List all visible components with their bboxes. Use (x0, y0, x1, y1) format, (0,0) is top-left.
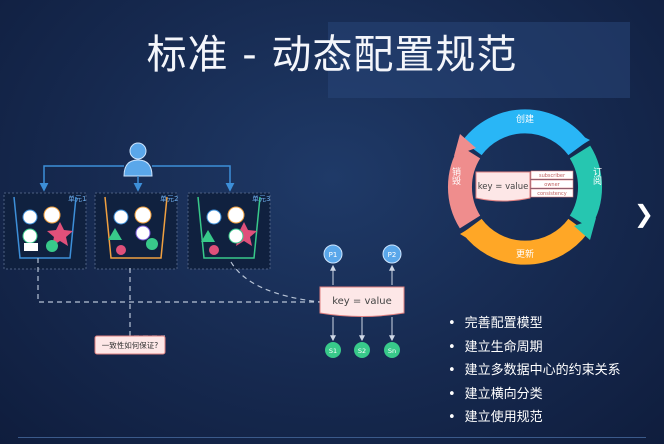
cycle-kv-box (475, 171, 531, 202)
kv-arrows (330, 264, 395, 342)
cycle-tag-subscriber-text: subscriber (539, 173, 566, 179)
node-s2 (354, 342, 370, 358)
unit-1-box (3, 192, 87, 270)
cycle-tag-subscriber (530, 170, 574, 180)
cycle-kv-text: key = value (478, 182, 529, 192)
ring-segment-subscribe (569, 145, 602, 229)
kv-box-text: key = value (332, 296, 392, 307)
footer-divider (18, 437, 646, 438)
unit-2-box (94, 192, 178, 270)
ring-label-subscribe: 订阅 (591, 167, 602, 186)
cycle-tag-consistency (530, 188, 574, 198)
slide-title: 标准 - 动态配置规范 (146, 32, 518, 78)
ring-segment-create (462, 109, 588, 156)
user-icon (123, 142, 153, 177)
cycle-tag-owner (530, 179, 574, 189)
bullet-item: 完善配置模型 (448, 312, 621, 336)
unit-connectors (37, 258, 321, 337)
node-p2 (382, 244, 402, 264)
bullet-item: 建立生命周期 (448, 336, 621, 360)
bullet-item: 建立使用规范 (448, 406, 621, 430)
node-s1-label: S1 (329, 347, 337, 355)
node-s1 (325, 342, 341, 358)
ring-segment-destroy (448, 145, 481, 229)
ring-label-update: 更新 (516, 248, 534, 260)
question-note-box (94, 335, 166, 355)
unit-2-label: 单元2 (160, 194, 178, 203)
kv-box (319, 286, 405, 317)
goals-bullet-list: 完善配置模型 建立生命周期 建立多数据中心的约束关系 建立横向分类 建立使用规范 (448, 312, 621, 430)
ring-label-destroy: 销毁 (450, 166, 461, 186)
cycle-tag-owner-text: owner (544, 182, 560, 188)
unit-1-label: 单元1 (68, 194, 86, 203)
ring-segment-update (462, 218, 588, 265)
node-p2-label: P2 (388, 251, 397, 259)
cycle-tag-consistency-text: consistency (537, 191, 567, 197)
title-highlight-box (328, 22, 630, 98)
bullet-item: 建立横向分类 (448, 383, 621, 407)
next-slide-arrow[interactable]: ❯ (633, 200, 654, 228)
node-sn (384, 342, 400, 358)
bullet-item: 建立多数据中心的约束关系 (448, 359, 621, 383)
unit-3-box (187, 192, 271, 270)
question-note-text: 一致性如何保证? (102, 340, 158, 350)
node-sn-label: Sn (388, 347, 396, 355)
node-s2-label: S2 (358, 347, 366, 355)
ring-label-create: 创建 (516, 113, 534, 125)
node-p1-label: P1 (329, 251, 338, 259)
node-p1 (323, 244, 343, 264)
lifecycle-ring (448, 109, 602, 265)
user-distribution-lines (39, 165, 235, 192)
ring-arrowheads (454, 130, 596, 246)
unit-3-label: 单元3 (252, 194, 270, 203)
